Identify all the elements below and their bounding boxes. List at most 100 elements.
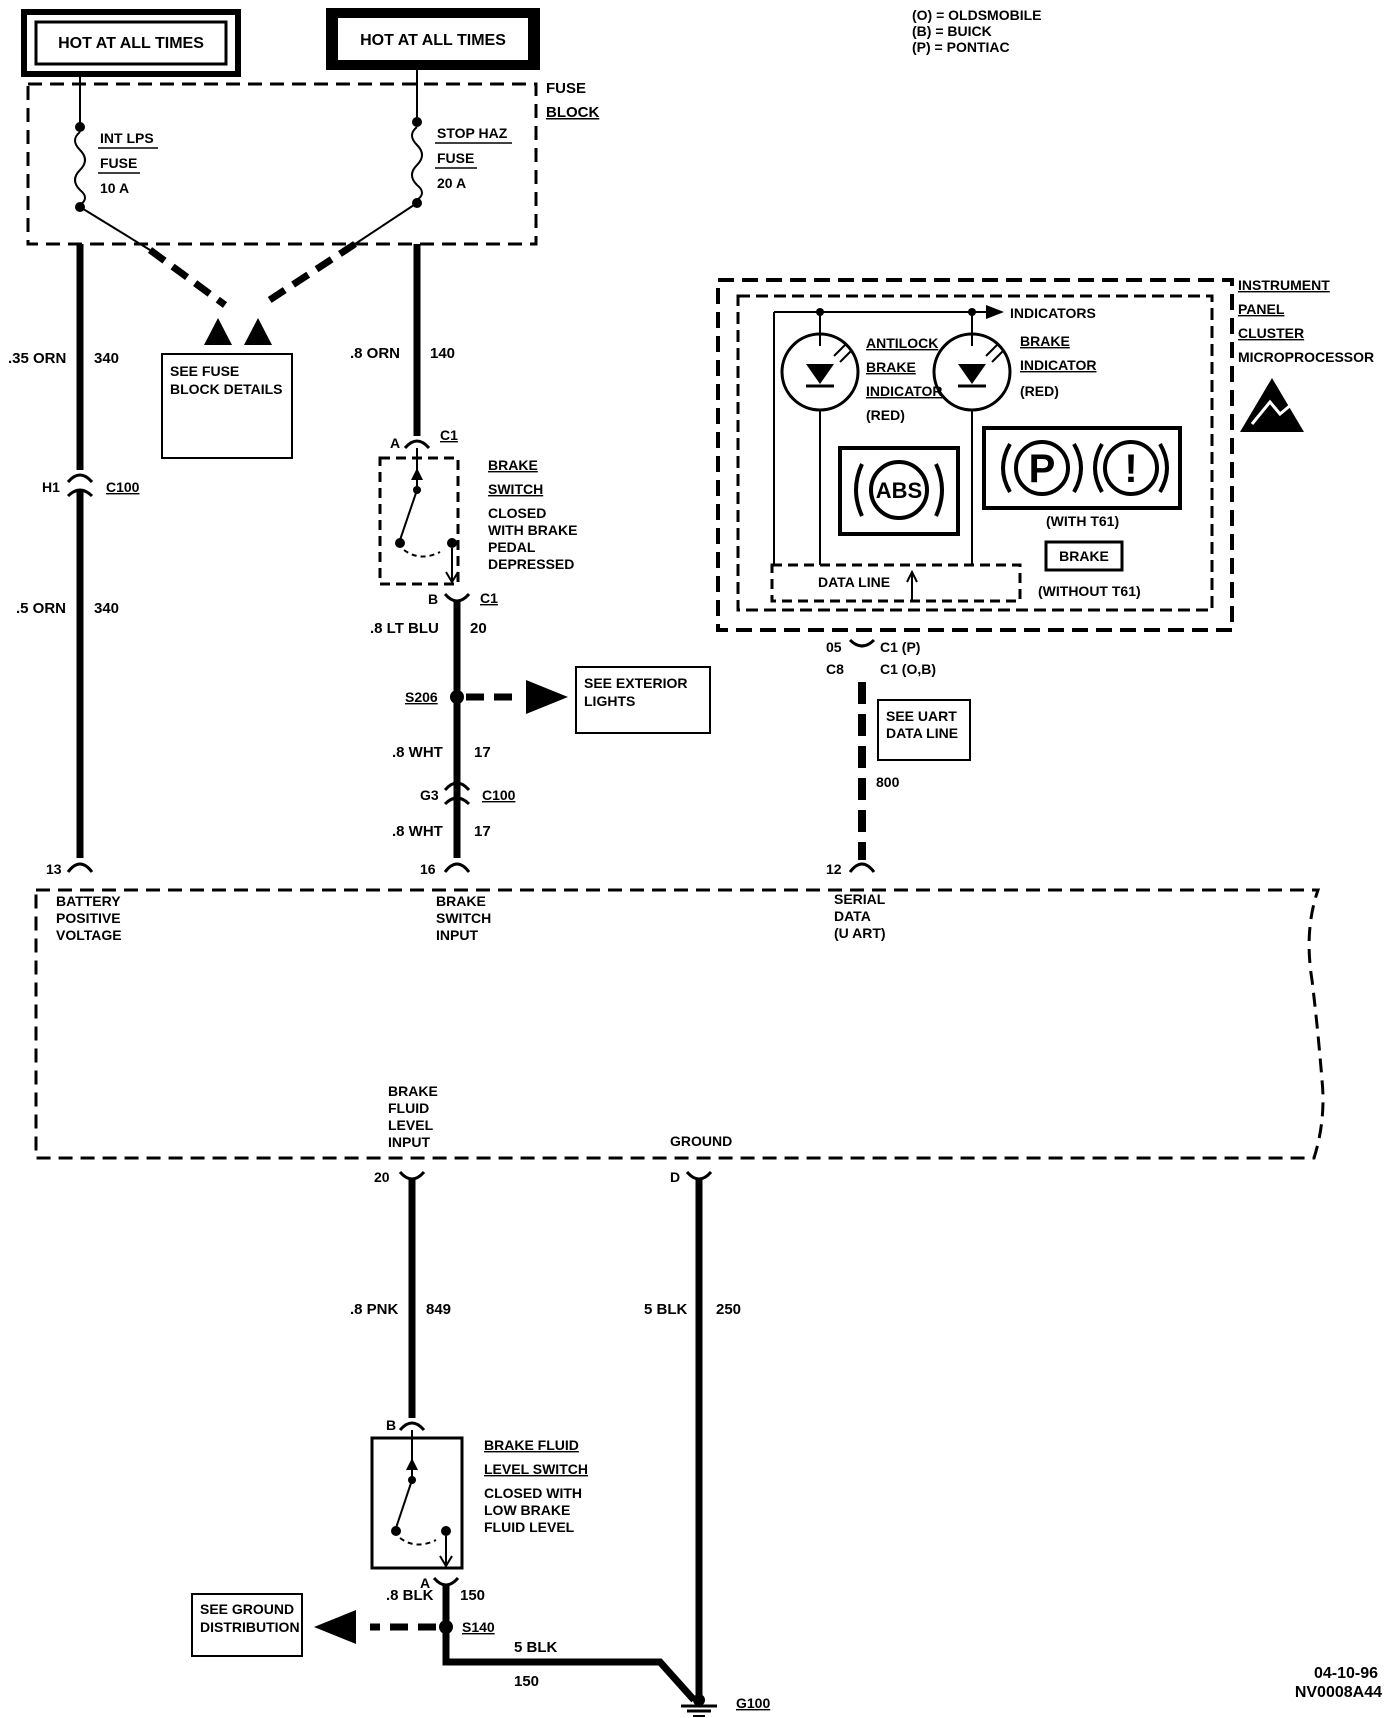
stop-fuse-rating: 20 A: [437, 175, 466, 191]
int-fuse-rating: 10 A: [100, 180, 129, 196]
park-brake-symbol-icon: P !: [982, 426, 1182, 510]
pin-12-icon: [848, 862, 876, 873]
see-ground-distribution-box[interactable]: SEE GROUND DISTRIBUTION: [191, 1593, 303, 1657]
connector-c1-bottom: C1: [480, 590, 498, 606]
battery-label-1: BATTERY: [56, 893, 121, 909]
antilock-label-3: INDICATOR: [866, 383, 942, 399]
with-t61-label: (WITH T61): [1046, 513, 1119, 529]
indicators-label: INDICATORS: [1010, 305, 1096, 321]
fuse-detail-arrow-right-icon: [244, 318, 272, 345]
see-ground-line-1: SEE GROUND: [200, 1601, 294, 1617]
wire-849-gauge: .8 PNK: [350, 1301, 399, 1318]
serial-label-1: SERIAL: [834, 891, 886, 907]
switch-input-label-2: SWITCH: [436, 910, 491, 926]
instrument-panel-cluster: INSTRUMENT PANEL CLUSTER MICROPROCESSOR …: [716, 277, 1374, 632]
wire-150-lower-gauge: 5 BLK: [514, 1639, 558, 1656]
splice-s140-icon: [439, 1620, 453, 1634]
wire-340-circuit: 340: [94, 350, 119, 367]
connector-c100-left: C100: [106, 479, 140, 495]
hot-label-right: HOT AT ALL TIMES: [360, 32, 506, 49]
brake-text-indicator: BRAKE: [1044, 540, 1124, 572]
wire-17-circuit: 17: [474, 744, 491, 761]
legend-line-pontiac: (P) = PONTIAC: [912, 39, 1010, 55]
fluid-switch-label-1: BRAKE FLUID: [484, 1437, 579, 1453]
ipc-label-2: PANEL: [1238, 301, 1285, 317]
pin-a: A: [390, 435, 400, 451]
wire-brake-switch-circuit: .8 ORN 140 A C1 BRAKE SWITCH CLOSED WITH…: [350, 244, 711, 877]
connector-c1-top: C1: [440, 427, 458, 443]
connector-c1-serial-icon: [848, 638, 876, 648]
p-symbol-text: P: [1029, 447, 1056, 491]
brake-ind-label-1: BRAKE: [1020, 333, 1070, 349]
wire-250: D 5 BLK 250 G100: [644, 1169, 770, 1717]
pin-13: 13: [46, 861, 62, 877]
pin-b: B: [428, 591, 438, 607]
fuse-detail-arrow-left-icon: [204, 318, 232, 345]
wire-17-lower-circuit: 17: [474, 823, 491, 840]
brake-switch-label-5: PEDAL: [488, 539, 536, 555]
hot-box-left: HOT AT ALL TIMES: [21, 9, 241, 77]
footer-date: 04-10-96: [1314, 1665, 1378, 1682]
legend-line-buick: (B) = BUICK: [912, 23, 992, 39]
splice-s206-icon: [450, 690, 464, 704]
fluid-switch-label-2: LEVEL SWITCH: [484, 1461, 588, 1477]
fuse-block-label-1: FUSE: [546, 80, 586, 97]
connector-c1-b-icon: [443, 592, 471, 603]
see-uart-data-line-box[interactable]: SEE UART DATA LINE: [877, 699, 971, 761]
ipc-label-4: MICROPROCESSOR: [1238, 349, 1374, 365]
pin-a-lower-icon: [432, 1576, 460, 1587]
pin-d-icon: [685, 1170, 713, 1181]
wire-150: A .8 BLK 150 S140 SEE GROUND DISTRIBUTIO…: [191, 1575, 697, 1703]
see-fuse-block-details-box[interactable]: SEE FUSE BLOCK DETAILS: [161, 353, 293, 459]
see-exterior-line-1: SEE EXTERIOR: [584, 675, 687, 691]
wire-150-lower-circuit: 150: [514, 1673, 539, 1690]
see-exterior-line-2: LIGHTS: [584, 693, 635, 709]
brake-switch-label-2: SWITCH: [488, 481, 543, 497]
see-exterior-lights-box[interactable]: SEE EXTERIOR LIGHTS: [575, 666, 711, 734]
connector-g3: G3: [420, 787, 439, 803]
see-fuse-line-1: SEE FUSE: [170, 363, 239, 379]
wire-17-gauge: .8 WHT: [392, 744, 443, 761]
pin-05: 05: [826, 639, 842, 655]
fuse-block-label-2: BLOCK: [546, 104, 599, 121]
pin-d: D: [670, 1169, 680, 1185]
arrow-left-icon: [314, 1610, 356, 1644]
pin-b-lower: B: [386, 1417, 396, 1433]
brake-switch: [378, 448, 460, 586]
wire-20-circuit: 20: [470, 620, 487, 637]
data-line-label: DATA LINE: [818, 574, 890, 590]
wire-800-circuit: 800: [876, 774, 900, 790]
stop-haz-label: STOP HAZ: [437, 125, 508, 141]
pin-20-icon: [398, 1170, 426, 1181]
wire-800: 05 C8 C1 (P) C1 (O,B) 800 SEE UART DATA …: [826, 638, 971, 877]
fluid-switch-contact-icon: [391, 1526, 401, 1536]
connector-c100-g3-icon: [443, 781, 471, 792]
wire-150-circuit: 150: [460, 1587, 485, 1604]
pin-13-icon: [66, 862, 94, 873]
footer-code: NV0008A44: [1295, 1684, 1382, 1701]
wire-849-circuit: 849: [426, 1301, 451, 1318]
pin-16-icon: [443, 862, 471, 873]
wire-340-lower-circuit: 340: [94, 600, 119, 617]
serial-label-2: DATA: [834, 908, 871, 924]
ipc-label-1: INSTRUMENT: [1238, 277, 1330, 293]
int-lps-label: INT LPS: [100, 130, 154, 146]
battery-label-3: VOLTAGE: [56, 927, 122, 943]
int-fuse-label: FUSE: [100, 155, 137, 171]
antilock-label-1: ANTILOCK: [866, 335, 938, 351]
switch-input-label-3: INPUT: [436, 927, 478, 943]
pin-12: 12: [826, 861, 842, 877]
antilock-label-2: BRAKE: [866, 359, 916, 375]
battery-label-2: POSITIVE: [56, 910, 121, 926]
wire-20-gauge: .8 LT BLU: [370, 620, 439, 637]
wire-250-circuit: 250: [716, 1301, 741, 1318]
serial-label-3: (U ART): [834, 925, 886, 941]
connector-c100-mid: C100: [482, 787, 516, 803]
indicators-arrow-icon: [986, 305, 1004, 319]
switch-input-label-1: BRAKE: [436, 893, 486, 909]
connector-h1: H1: [42, 479, 60, 495]
module-outline: BATTERY POSITIVE VOLTAGE BRAKE SWITCH IN…: [34, 888, 1325, 1160]
connector-c1-ob: C1 (O,B): [880, 661, 936, 677]
brake-switch-label-1: BRAKE: [488, 457, 538, 473]
